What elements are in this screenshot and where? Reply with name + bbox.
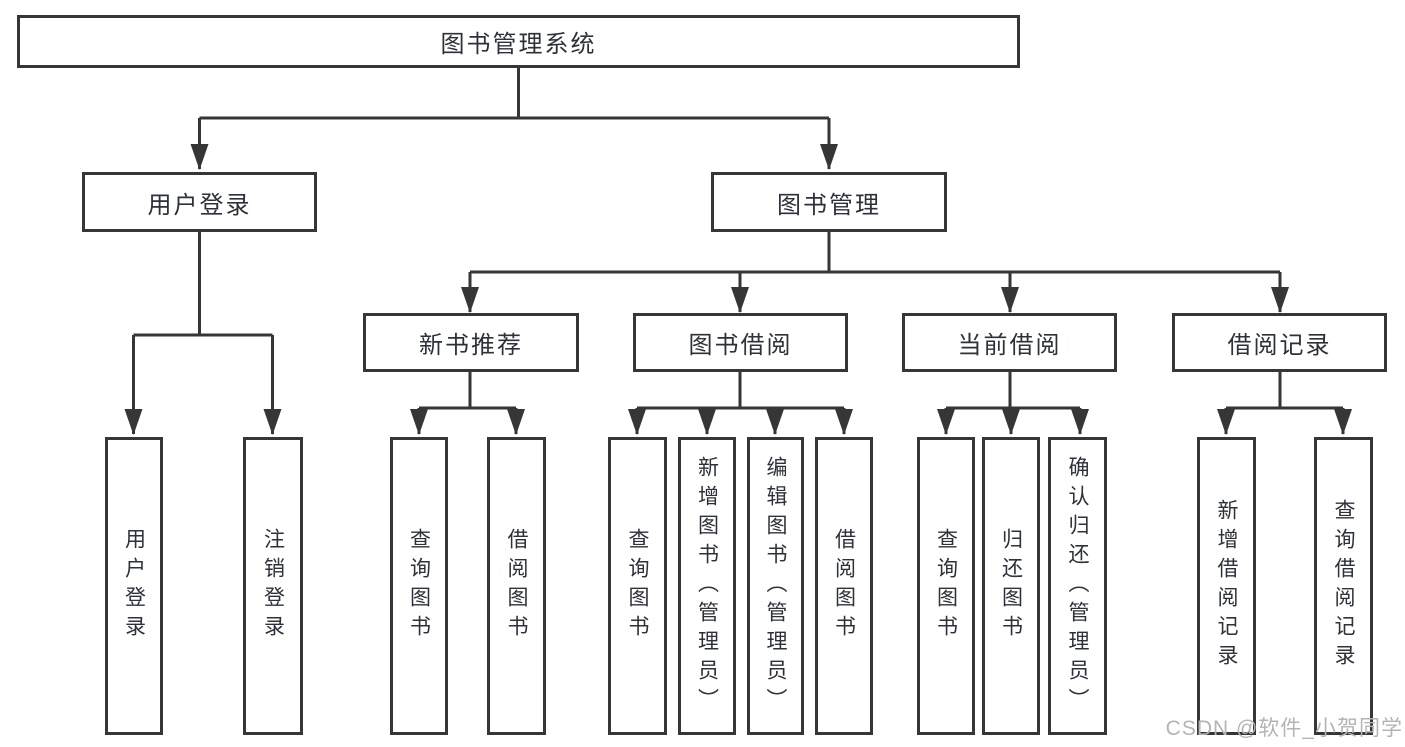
- node-book-borrowing: 图书借阅: [633, 313, 848, 372]
- node-label: 当前借阅: [957, 332, 1062, 359]
- node-root: 图书管理系统: [17, 15, 1020, 68]
- leaf-logout: 注销登录: [243, 437, 303, 735]
- node-book-management-group: 图书管理: [711, 172, 947, 232]
- node-new-book-recommend: 新书推荐: [363, 313, 579, 372]
- leaf-query-books-1: 查询图书: [390, 437, 448, 735]
- node-label: 图书借阅: [688, 332, 793, 359]
- node-user-login-group: 用户登录: [82, 172, 317, 232]
- leaf-label: 查询图书: [626, 528, 649, 644]
- leaf-label: 查询图书: [934, 528, 958, 644]
- node-label: 新书推荐: [419, 332, 523, 359]
- leaf-borrow-books-2: 借阅图书: [815, 437, 873, 735]
- leaf-label: 查询借阅记录: [1332, 499, 1355, 673]
- node-root-label: 图书管理系统: [440, 31, 597, 58]
- leaf-user-login: 用户登录: [105, 437, 163, 735]
- leaf-label: 编辑图书（管理员）: [764, 455, 787, 717]
- leaf-query-books-3: 查询图书: [917, 437, 975, 735]
- leaf-label: 确认归还（管理员）: [1066, 455, 1089, 717]
- leaf-add-borrow-record: 新增借阅记录: [1197, 437, 1256, 735]
- leaf-label: 用户登录: [122, 528, 146, 644]
- node-borrow-records: 借阅记录: [1172, 313, 1387, 372]
- node-current-borrowing: 当前借阅: [902, 313, 1117, 372]
- leaf-query-books-2: 查询图书: [608, 437, 667, 735]
- leaf-label: 查询图书: [407, 528, 431, 644]
- leaf-label: 新增图书（管理员）: [695, 455, 719, 717]
- leaf-label: 借阅图书: [832, 528, 856, 644]
- leaf-label: 归还图书: [999, 528, 1023, 644]
- leaf-label: 新增借阅记录: [1215, 499, 1238, 673]
- leaf-confirm-return-admin: 确认归还（管理员）: [1048, 437, 1107, 735]
- leaf-edit-book-admin: 编辑图书（管理员）: [747, 437, 804, 735]
- csdn-watermark: CSDN @软件_小贺同学: [1165, 717, 1403, 740]
- node-label: 借阅记录: [1227, 332, 1332, 359]
- leaf-label: 注销登录: [261, 528, 285, 644]
- node-label: 图书管理: [777, 191, 881, 219]
- node-label: 用户登录: [147, 191, 252, 219]
- leaf-label: 借阅图书: [505, 528, 528, 644]
- leaf-add-book-admin: 新增图书（管理员）: [678, 437, 736, 735]
- leaf-query-borrow-record: 查询借阅记录: [1314, 437, 1373, 735]
- leaf-return-books: 归还图书: [982, 437, 1040, 735]
- leaf-borrow-books-1: 借阅图书: [487, 437, 546, 735]
